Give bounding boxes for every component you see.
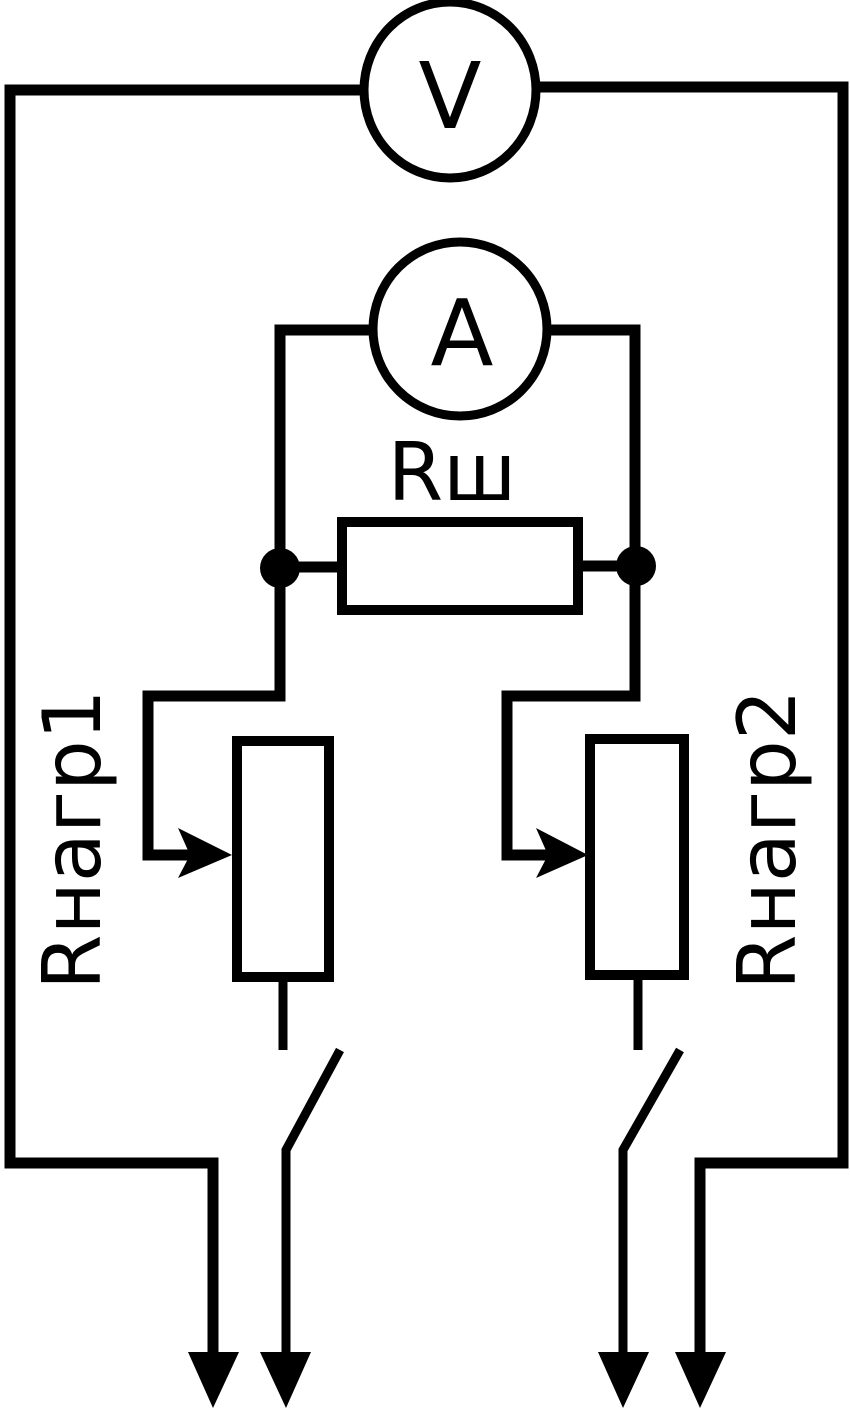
voltmeter-body [359,0,541,183]
load1-wiper-arrow-icon [178,828,232,878]
ammeter: A [368,237,552,421]
load2-wiper-arrow-icon [536,828,588,878]
shunt-resistor [337,517,583,615]
terminal-arrow-1-icon [188,1352,239,1408]
ammeter-symbol: A [431,280,494,387]
switch2-blade[interactable] [618,1047,684,1360]
wire-outer-left [4,84,362,1360]
voltmeter-symbol: V [419,43,482,150]
terminal-arrow-2-icon [260,1352,311,1408]
voltmeter: V [359,0,541,183]
ammeter-body [368,237,552,421]
shunt-label: Rш [388,426,517,519]
load2-resistor[interactable] [585,734,689,980]
terminal-arrow-3-icon [598,1352,649,1408]
switch1-blade[interactable] [281,1047,344,1360]
terminal-arrow-4-icon [675,1352,726,1408]
load1-resistor[interactable] [232,736,334,982]
wire-load2-wiper [501,566,641,861]
wire-outer-right [538,81,849,1360]
wire-ammeter-left [274,324,372,568]
wire-ammeter-right [548,324,641,565]
load2-label: Rнагр2 [721,689,814,990]
load1-label: Rнагр1 [26,689,119,990]
wire-load1-wiper [142,568,286,861]
